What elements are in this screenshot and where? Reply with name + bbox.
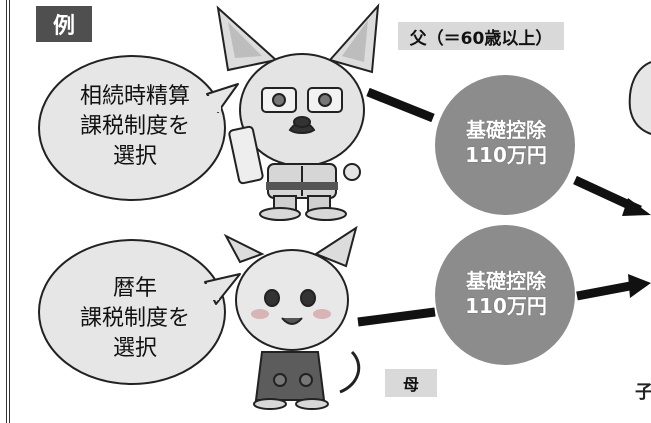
deduction-badge-top (435, 75, 575, 215)
bubble-bottom-text: 暦年 課税制度を 選択 (40, 274, 230, 364)
badge-bottom-text: 基礎控除 110万円 (436, 269, 576, 319)
badge-bottom-line1: 基礎控除 (466, 269, 546, 293)
bubble-bottom-line2: 課税制度を (79, 306, 190, 331)
bubble-top-line1: 相続時精算 (79, 84, 190, 109)
mother-character (223, 225, 361, 410)
mother-label: 母 (385, 369, 437, 397)
arrow-mother-to-child (357, 274, 651, 327)
bubble-bottom-line1: 暦年 (112, 276, 157, 301)
speech-bubble-top (38, 55, 239, 201)
badge-bottom-line2: 110万円 (465, 294, 547, 318)
speech-bubble-bottom (38, 239, 241, 385)
badge-top-line2: 110万円 (465, 143, 547, 167)
left-border-line-inner (9, 0, 10, 423)
example-tag: 例 (36, 6, 92, 42)
bubble-top-line3: 選択 (112, 144, 157, 169)
deduction-badge-bottom (435, 225, 575, 365)
arrow-father-to-child (366, 87, 651, 216)
child-label-partial: 子 (635, 382, 651, 403)
bubble-top-line2: 課税制度を (79, 114, 190, 139)
badge-top-text: 基礎控除 110万円 (436, 118, 576, 168)
father-character (216, 3, 380, 221)
father-label: 父（＝60歳以上） (398, 22, 564, 50)
child-bubble-partial (628, 61, 651, 135)
badge-top-line1: 基礎控除 (466, 118, 546, 142)
left-border-line (6, 0, 7, 423)
bubble-top-text: 相続時精算 課税制度を 選択 (40, 82, 230, 172)
bubble-bottom-line3: 選択 (112, 336, 157, 361)
